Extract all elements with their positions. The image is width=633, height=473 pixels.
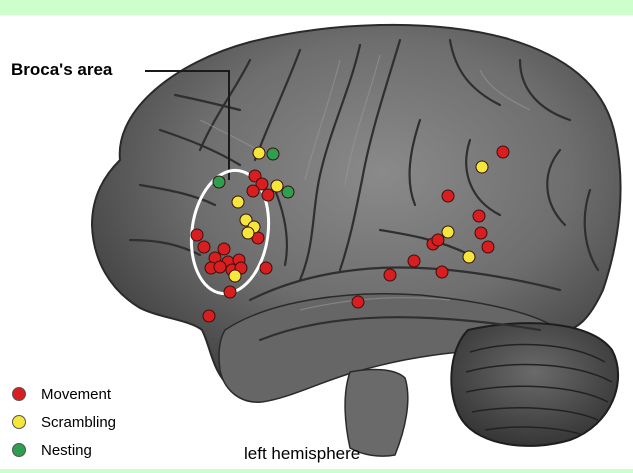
scrambling-marker (253, 147, 265, 159)
scrambling-swatch (12, 415, 26, 429)
movement-marker (191, 229, 203, 241)
legend-item-movement: Movement (12, 383, 116, 405)
movement-marker (482, 241, 494, 253)
movement-marker (247, 185, 259, 197)
movement-marker (203, 310, 215, 322)
nesting-marker (282, 186, 294, 198)
legend: Movement Scrambling Nesting (12, 383, 116, 467)
scrambling-marker (229, 270, 241, 282)
movement-marker (436, 266, 448, 278)
movement-marker (218, 243, 230, 255)
legend-item-scrambling: Scrambling (12, 411, 116, 433)
movement-marker (262, 189, 274, 201)
movement-marker (214, 261, 226, 273)
scrambling-marker (476, 161, 488, 173)
movement-marker (198, 241, 210, 253)
movement-marker (432, 234, 444, 246)
legend-item-nesting: Nesting (12, 439, 116, 461)
nesting-marker (213, 176, 225, 188)
legend-label: Nesting (41, 442, 92, 459)
movement-marker (475, 227, 487, 239)
movement-marker (224, 286, 236, 298)
scrambling-marker (271, 180, 283, 192)
movement-marker (384, 269, 396, 281)
movement-swatch (12, 387, 26, 401)
scrambling-marker (442, 226, 454, 238)
movement-marker (473, 210, 485, 222)
scrambling-marker (242, 227, 254, 239)
legend-label: Scrambling (41, 414, 116, 431)
nesting-swatch (12, 443, 26, 457)
movement-marker (442, 190, 454, 202)
movement-marker (497, 146, 509, 158)
scrambling-marker (232, 196, 244, 208)
movement-marker (352, 296, 364, 308)
hemisphere-label: left hemisphere (244, 444, 360, 464)
broca-area-label: Broca's area (11, 60, 112, 80)
legend-label: Movement (41, 386, 111, 403)
movement-marker (260, 262, 272, 274)
nesting-marker (267, 148, 279, 160)
scrambling-marker (463, 251, 475, 263)
movement-marker (408, 255, 420, 267)
